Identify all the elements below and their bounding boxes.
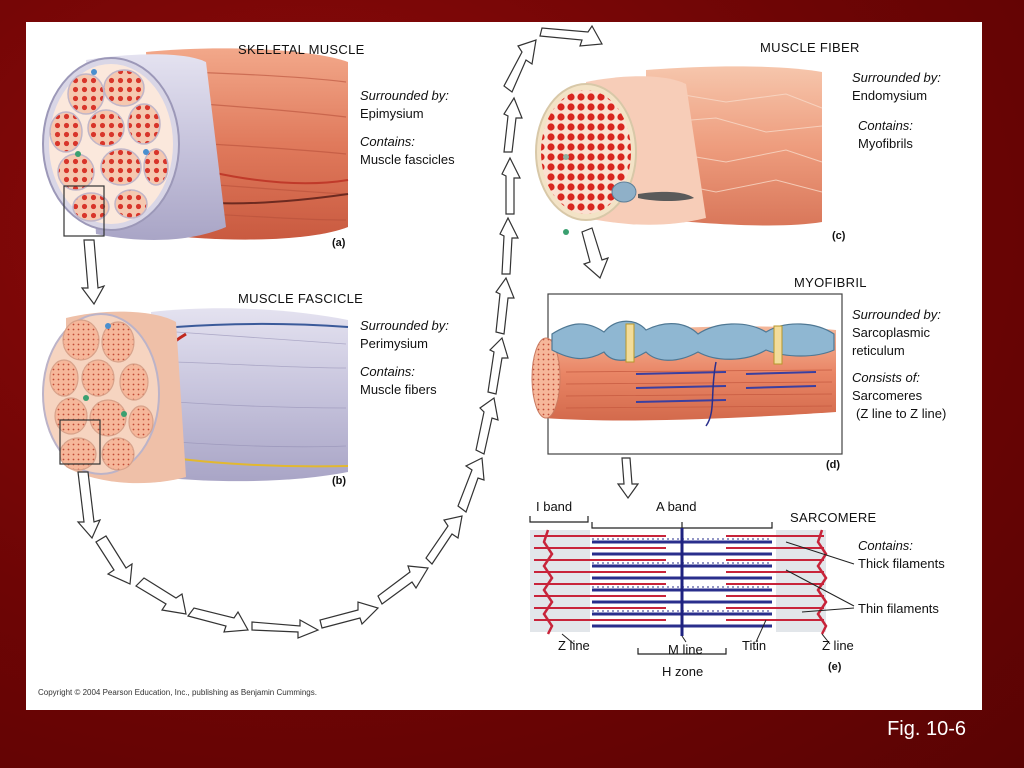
- panel-a-caption: (a): [332, 237, 346, 249]
- figure-panel: SKELETAL MUSCLE Surrounded by: Epimysium…: [26, 22, 982, 710]
- z-line-right-label: Z line: [822, 638, 854, 653]
- skeletal-muscle-illustration: [42, 48, 349, 240]
- panel-e-contains-label: Contains:: [858, 538, 913, 553]
- thin-filaments-label: Thin filaments: [858, 601, 939, 616]
- thick-filaments-label: Thick filaments: [858, 556, 945, 571]
- panel-d-consists-value-1: Sarcomeres: [852, 388, 923, 403]
- panel-e-title: SARCOMERE: [790, 510, 877, 525]
- z-line-left-label: Z line: [558, 638, 590, 653]
- panel-b-surrounded-label: Surrounded by:: [360, 318, 449, 333]
- panel-d-consists-label: Consists of:: [852, 370, 920, 385]
- panel-b-contains-label: Contains:: [360, 364, 415, 379]
- sequence-arrows: [76, 24, 640, 639]
- panel-a-title: SKELETAL MUSCLE: [238, 42, 365, 57]
- panel-d-surrounded-value-1: Sarcoplasmic: [852, 325, 931, 340]
- h-zone-label: H zone: [662, 664, 703, 679]
- muscle-fiber-illustration: [535, 66, 823, 235]
- myofibril-illustration: [531, 293, 843, 455]
- panel-c-surrounded-value: Endomysium: [852, 88, 927, 103]
- i-band-label: I band: [536, 499, 572, 514]
- panel-e-caption: (e): [828, 661, 842, 673]
- panel-b-title: MUSCLE FASCICLE: [238, 291, 363, 306]
- panel-c-contains-label: Contains:: [858, 118, 913, 133]
- muscle-fascicle-illustration: [42, 308, 349, 484]
- figure-label: Fig. 10-6: [887, 718, 966, 740]
- panel-b-surrounded-value: Perimysium: [360, 336, 428, 351]
- copyright-text: Copyright © 2004 Pearson Education, Inc.…: [38, 688, 317, 697]
- m-line-label: M line: [668, 642, 703, 657]
- sarcomere-illustration: [529, 516, 855, 655]
- panel-d-surrounded-value-2: reticulum: [852, 343, 905, 358]
- muscle-structure-diagram: SKELETAL MUSCLE Surrounded by: Epimysium…: [38, 24, 946, 697]
- panel-d-caption: (d): [826, 459, 840, 471]
- panel-a-surrounded-value: Epimysium: [360, 106, 424, 121]
- panel-d-consists-value-2: (Z line to Z line): [856, 406, 946, 421]
- panel-a-contains-label: Contains:: [360, 134, 415, 149]
- panel-d-title: MYOFIBRIL: [794, 275, 867, 290]
- panel-c-caption: (c): [832, 230, 846, 242]
- panel-d-surrounded-label: Surrounded by:: [852, 307, 941, 322]
- titin-label: Titin: [742, 638, 766, 653]
- panel-b-contains-value: Muscle fibers: [360, 382, 437, 397]
- panel-a-surrounded-label: Surrounded by:: [360, 88, 449, 103]
- panel-c-title: MUSCLE FIBER: [760, 40, 860, 55]
- panel-b-caption: (b): [332, 475, 346, 487]
- panel-a-contains-value: Muscle fascicles: [360, 152, 455, 167]
- panel-c-surrounded-label: Surrounded by:: [852, 70, 941, 85]
- a-band-label: A band: [656, 499, 697, 514]
- panel-c-contains-value: Myofibrils: [858, 136, 913, 151]
